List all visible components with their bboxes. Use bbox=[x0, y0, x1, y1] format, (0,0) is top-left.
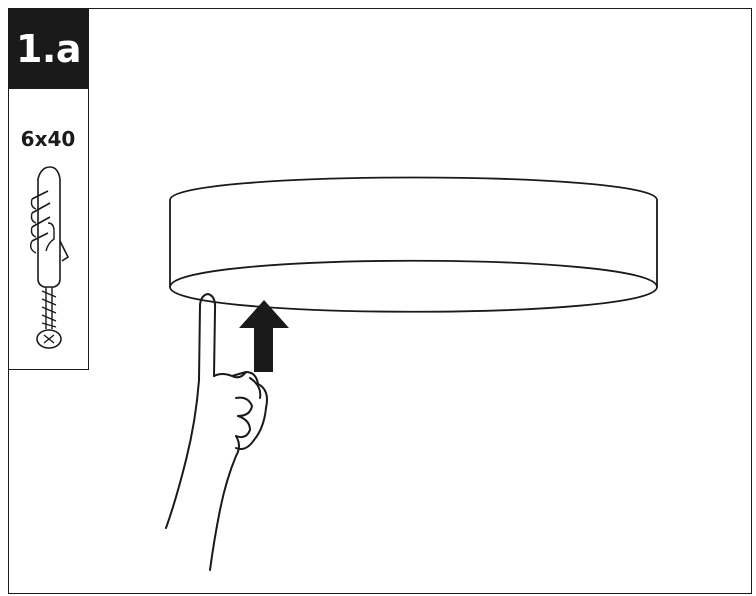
parts-size-label: 6x40 bbox=[20, 127, 76, 151]
instruction-frame bbox=[8, 8, 752, 594]
upward-arrow-icon bbox=[239, 300, 289, 372]
step-number-badge: 1.a bbox=[8, 8, 89, 89]
hand-pointing-up-icon bbox=[165, 293, 268, 571]
parts-panel: 6x40 bbox=[8, 89, 89, 370]
round-ceiling-lamp-icon bbox=[169, 176, 658, 313]
wall-plug-screw-icon bbox=[29, 166, 70, 349]
